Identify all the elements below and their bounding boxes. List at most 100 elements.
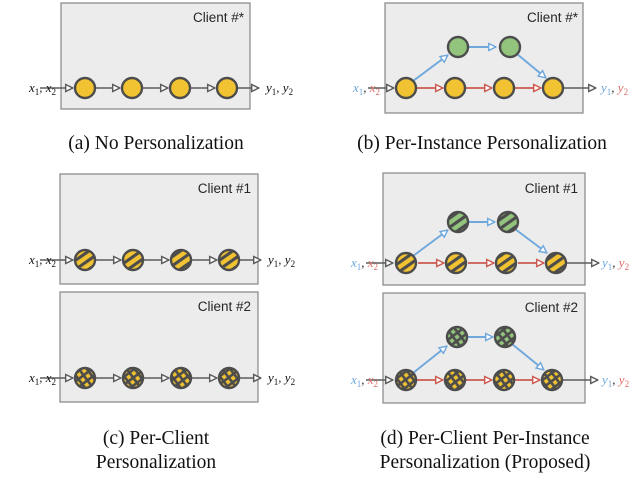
backbone-node [217, 366, 241, 390]
backbone-node [169, 248, 193, 272]
caption-c: (c) Per-Client Personalization [14, 427, 298, 475]
output-label: y1, y2 [268, 252, 296, 269]
caption-b: (b) Per-Instance Personalization [324, 132, 640, 156]
y2-token: y2 [284, 252, 296, 269]
y1-token: y1 [601, 80, 612, 97]
panel-a-diagram [40, 2, 259, 110]
backbone-node [492, 368, 516, 392]
y1-token: y1 [602, 372, 613, 389]
backbone-node [394, 251, 418, 275]
output-label: y1, y2 [266, 80, 294, 97]
backbone-node [394, 368, 418, 392]
client-label-c2: Client #2 [197, 299, 251, 314]
output-label: y1, y2 [602, 255, 630, 272]
backbone-node [121, 366, 145, 390]
backbone-nodes [73, 366, 241, 390]
panel-c-client2-diagram [40, 291, 261, 403]
backbone-node [120, 76, 144, 100]
adapter-node [445, 325, 469, 349]
backbone-nodes [73, 76, 239, 100]
backbone-node [540, 368, 564, 392]
caption-line: (a) No Personalization [68, 133, 244, 154]
input-label: x1, x2 [28, 252, 56, 269]
y2-token: y2 [617, 80, 629, 97]
x2-token: x2 [45, 370, 56, 387]
adapter-node [496, 210, 520, 234]
backbone-node [169, 366, 193, 390]
x1-token: x1 [350, 372, 362, 389]
caption-line: (b) Per-Instance Personalization [357, 133, 607, 154]
caption-a: (a) No Personalization [14, 132, 298, 156]
flow-arrows [366, 222, 599, 263]
y2-token: y2 [282, 80, 294, 97]
x2-token: x2 [45, 80, 56, 97]
x1-token: x1 [28, 370, 40, 387]
x1-token: x1 [350, 255, 362, 272]
backbone-nodes [394, 368, 564, 392]
client-label-b: Client #* [526, 10, 578, 25]
input-label: x1, x2 [352, 80, 380, 97]
y1-token: y1 [268, 370, 279, 387]
backbone-node [443, 76, 467, 100]
flow-arrows [366, 337, 598, 380]
y1-token: y1 [266, 80, 277, 97]
backbone-node [492, 76, 516, 100]
y1-token: y1 [602, 255, 613, 272]
backbone-node [217, 248, 241, 272]
client-label-a: Client #* [192, 10, 244, 25]
x2-token: x2 [45, 252, 56, 269]
backbone-node [541, 76, 565, 100]
client-label-c1: Client #1 [197, 181, 251, 196]
caption-line: (d) Per-Client Per-Instance [380, 428, 590, 449]
output-label: y1, y2 [602, 372, 630, 389]
backbone-nodes [73, 248, 241, 272]
panel-d-client1-diagram [366, 172, 599, 286]
x2-token: x2 [369, 80, 380, 97]
y2-token: y2 [284, 370, 296, 387]
output-label: y1, y2 [268, 370, 296, 387]
backbone-node [443, 368, 467, 392]
y2-token: y2 [618, 372, 630, 389]
backbone-nodes [394, 251, 568, 275]
client-label-d2: Client #2 [524, 300, 578, 315]
backbone-node [121, 248, 145, 272]
input-label: x1, x2 [28, 80, 56, 97]
adapter-nodes [445, 325, 517, 349]
x2-token: x2 [367, 255, 378, 272]
backbone-node [215, 76, 239, 100]
adapter-node [446, 35, 470, 59]
backbone-node [444, 251, 468, 275]
x2-token: x2 [367, 372, 378, 389]
panel-c-client1-diagram [40, 173, 261, 285]
caption-d: (d) Per-Client Per-Instance Personalizat… [330, 427, 640, 475]
x1-token: x1 [28, 80, 40, 97]
backbone-node [73, 248, 97, 272]
flow-arrows [368, 47, 596, 88]
input-label: x1, x2 [350, 255, 378, 272]
x1-token: x1 [28, 252, 40, 269]
adapter-node [446, 210, 470, 234]
adapter-node [493, 325, 517, 349]
panel-b-diagram [368, 2, 596, 114]
panel-d-client2-diagram [366, 292, 598, 404]
adapter-nodes [446, 210, 520, 234]
x1-token: x1 [352, 80, 364, 97]
backbone-node [73, 366, 97, 390]
backbone-node [73, 76, 97, 100]
input-label: x1, x2 [350, 372, 378, 389]
backbone-nodes [394, 76, 565, 100]
adapter-node [498, 35, 522, 59]
backbone-node [494, 251, 518, 275]
y1-token: y1 [268, 252, 279, 269]
backbone-node [544, 251, 568, 275]
caption-line: Personalization (Proposed) [379, 452, 591, 473]
input-label: x1, x2 [28, 370, 56, 387]
caption-line: (c) Per-Client [102, 428, 210, 449]
output-label: y1, y2 [601, 80, 629, 97]
client-label-d1: Client #1 [524, 181, 578, 196]
adapter-nodes [446, 35, 522, 59]
caption-line: Personalization [95, 452, 217, 473]
y2-token: y2 [618, 255, 630, 272]
